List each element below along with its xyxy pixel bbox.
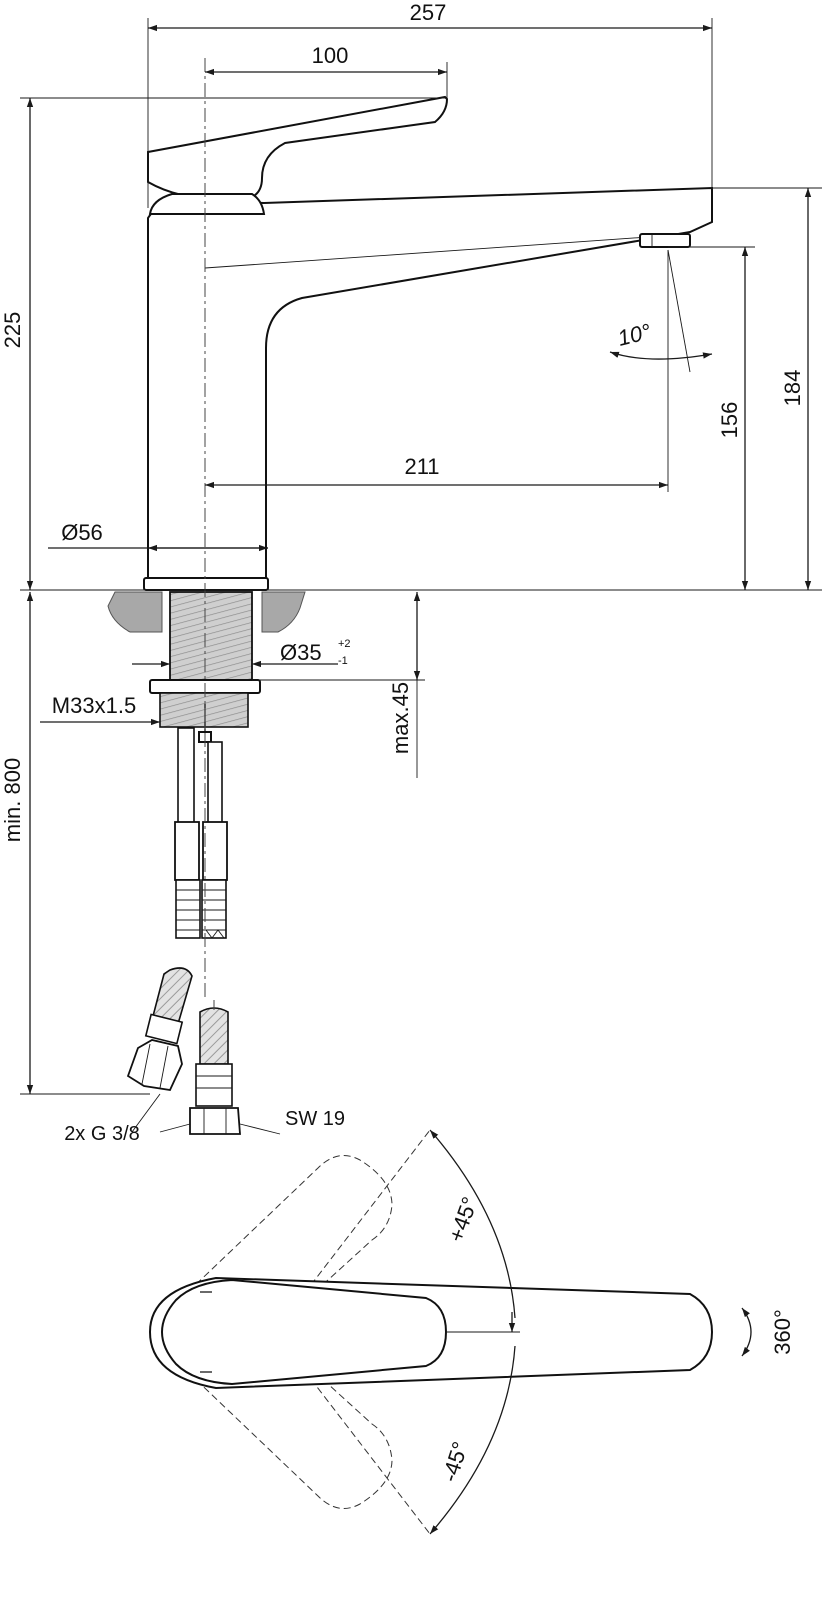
dim-connection: 2x G 3/8 — [64, 1123, 140, 1145]
dim-hole-diameter: Ø35 — [280, 640, 322, 665]
cartridge-cap — [148, 193, 266, 215]
faucet-side-view — [143, 95, 713, 591]
dim-spout-offset: 100 — [312, 43, 349, 68]
dim-lever-up: +45° — [443, 1193, 482, 1245]
aerator — [639, 233, 691, 248]
dim-spout-reach: 211 — [404, 454, 439, 479]
top-lever — [160, 1278, 448, 1386]
supply-hoses — [174, 727, 228, 939]
flex-hose-left — [126, 967, 193, 1091]
dim-lever-down: -45° — [437, 1439, 473, 1485]
dim-thread: M33x1.5 — [52, 693, 136, 718]
dim-spout-angle: 10° — [615, 319, 654, 351]
mounting-section — [107, 591, 306, 743]
centerlines — [204, 58, 215, 1010]
labels: 257 100 225 184 156 211 10° Ø56 Ø35 +2 -… — [0, 0, 805, 1485]
spout — [147, 186, 713, 581]
dim-outlet-height: 156 — [717, 402, 742, 439]
threaded-shank — [169, 591, 253, 681]
hose-right — [207, 741, 223, 825]
dim-hose-length: min. 800 — [0, 758, 25, 842]
dim-max-thickness: max.45 — [388, 682, 413, 754]
arc-plus-45 — [429, 1129, 516, 1319]
top-view — [148, 1129, 752, 1535]
flex-hose-right — [189, 1007, 241, 1135]
dim-hole-tol-minus: -1 — [338, 655, 348, 667]
lever-ghost-up — [187, 1155, 393, 1321]
dim-total-width: 257 — [410, 0, 447, 25]
dimension-lines — [20, 18, 822, 1135]
dim-rotation: 360° — [770, 1309, 795, 1355]
rotation-arrow — [741, 1307, 752, 1357]
countertop-left — [107, 591, 163, 633]
fixing-nut — [159, 692, 249, 728]
dim-base-diameter: Ø56 — [61, 520, 103, 545]
hose-left — [177, 727, 195, 825]
dim-total-height: 225 — [0, 312, 25, 349]
dim-spanner: SW 19 — [285, 1108, 345, 1130]
base-ring — [143, 577, 269, 591]
lever — [147, 95, 449, 201]
lever-ghost-down — [187, 1343, 393, 1509]
dim-hole-tol-plus: +2 — [338, 638, 351, 650]
countertop-right — [261, 591, 306, 633]
dim-spout-height: 184 — [780, 370, 805, 407]
arc-minus-45 — [429, 1345, 516, 1535]
